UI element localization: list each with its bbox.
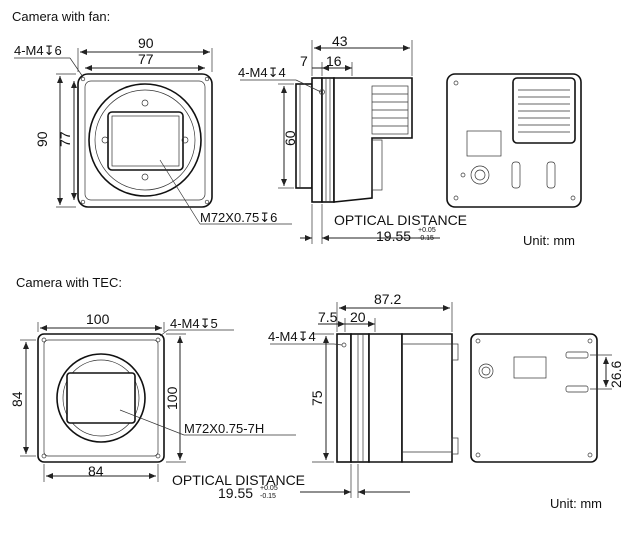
tec-side-dimensions: [270, 302, 453, 498]
fan-width-inner: 77: [138, 51, 154, 67]
tec-optical-tol-minus: -0.15: [260, 493, 276, 500]
fan-lens-mount-label: M72X0.75↧6: [200, 210, 277, 225]
fan-front-dimensions: [14, 48, 292, 225]
tec-side-offset-b: 20: [350, 309, 366, 325]
fan-optical-distance-value: 19.55: [376, 228, 411, 244]
tec-optical-distance-label: OPTICAL DISTANCE: [172, 472, 305, 488]
fan-optical-tol-plus: +0.05: [418, 227, 436, 234]
tec-side-mount-hole-label: 4-M4↧4: [268, 329, 316, 344]
fan-back-view: [446, 73, 582, 208]
tec-optical-tol-plus: +0.05: [260, 485, 278, 492]
tec-unit-label: Unit: mm: [550, 496, 602, 511]
fan-unit-label: Unit: mm: [523, 233, 575, 248]
fan-front-view: [77, 73, 213, 208]
tec-back-dimensions: [590, 354, 612, 390]
tec-width-bottom: 84: [88, 463, 104, 479]
fan-mount-hole-label: 4-M4↧6: [14, 43, 62, 58]
fan-side-offset-a: 7: [300, 53, 308, 69]
tec-height-right: 100: [164, 386, 180, 410]
fan-side-depth: 43: [332, 33, 348, 49]
fan-height-outer: 90: [34, 131, 50, 147]
fan-side-view: [295, 77, 413, 203]
tec-optical-distance-value: 19.55: [218, 485, 253, 501]
tec-width-top: 100: [86, 311, 110, 327]
tec-front-dimensions: [20, 322, 296, 482]
fan-height-inner: 77: [57, 131, 73, 147]
tec-side-height: 75: [309, 390, 325, 406]
fan-side-mount-hole-label: 4-M4↧4: [238, 65, 286, 80]
tec-height-left: 84: [9, 391, 25, 407]
tec-mount-hole-label: 4-M4↧5: [170, 316, 218, 331]
tec-back-view: [470, 333, 598, 463]
fan-optical-distance-label: OPTICAL DISTANCE: [334, 212, 467, 228]
fan-optical-tol-minus: -0.15: [418, 235, 434, 242]
tec-back-height: 26.6: [608, 361, 624, 388]
fan-width-outer: 90: [138, 35, 154, 51]
tec-front-view: [37, 333, 165, 463]
tec-lens-mount-label: M72X0.75-7H: [184, 421, 264, 436]
tec-side-depth: 87.2: [374, 291, 401, 307]
fan-heading: Camera with fan:: [12, 9, 110, 24]
fan-side-height: 60: [282, 130, 298, 146]
tec-heading: Camera with TEC:: [16, 275, 122, 290]
fan-side-dimensions: [240, 40, 440, 244]
fan-side-offset-b: 16: [326, 53, 342, 69]
tec-side-offset-a: 7.5: [318, 309, 338, 325]
tec-side-view: [336, 333, 459, 463]
